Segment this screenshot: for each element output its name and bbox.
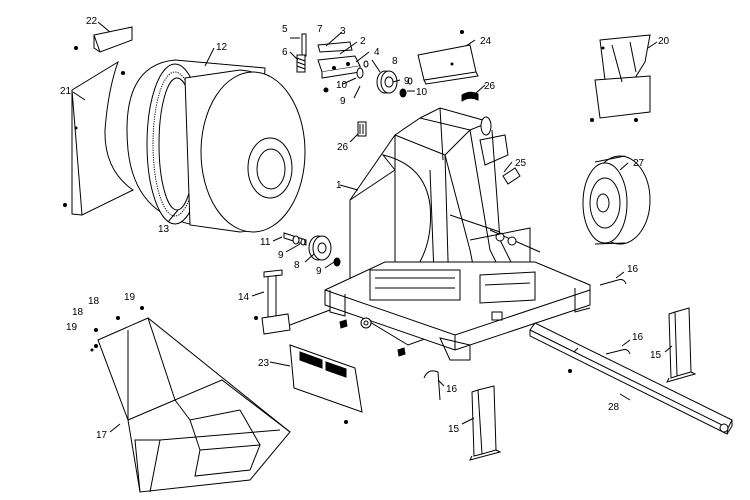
callout-9-top-a: 9	[404, 76, 410, 87]
part-23-plate	[269, 344, 363, 424]
callout-9-top-b: 9	[340, 96, 346, 107]
callout-28: 28	[608, 402, 620, 413]
callout-3: 3	[340, 26, 346, 37]
part-26-handle	[461, 84, 486, 102]
callout-25: 25	[515, 158, 527, 169]
callout-14: 14	[238, 292, 250, 303]
callout-16-center: 16	[446, 384, 458, 395]
part-15-leg-right	[664, 307, 697, 383]
callout-24: 24	[480, 36, 492, 47]
callout-19-left: 19	[66, 322, 78, 333]
part-12-drum	[126, 47, 306, 233]
chassis-base	[324, 261, 591, 361]
callout-16-right-bottom: 16	[632, 332, 644, 343]
callout-16-right-top: 16	[627, 264, 639, 275]
part-20-bracket	[590, 34, 658, 122]
callout-6: 6	[282, 47, 288, 58]
callout-19-top: 19	[124, 292, 136, 303]
part-16-pin-right-bottom	[605, 339, 631, 355]
callouts: 1 2 3 4 5 6 7 8 8 9 9 9 9 10 10 11 12 13…	[60, 16, 670, 441]
callout-8-top: 8	[392, 56, 398, 67]
callout-7: 7	[317, 24, 323, 35]
part-26-block	[349, 121, 367, 143]
callout-5: 5	[282, 24, 288, 35]
callout-8-left: 8	[294, 260, 300, 271]
callout-10-top-a: 10	[336, 80, 348, 91]
part-14-bracket	[251, 269, 331, 335]
part-21-guard	[63, 60, 134, 216]
callout-9-left-b: 9	[316, 266, 322, 277]
callout-10-top-b: 10	[416, 87, 428, 98]
part-8-pulley-left	[272, 232, 341, 269]
part-16-pin-center	[423, 370, 445, 401]
callout-11: 11	[260, 237, 271, 248]
callout-20: 20	[658, 36, 670, 47]
callout-27: 27	[633, 158, 645, 169]
callout-15-right: 15	[650, 350, 662, 361]
part-15-leg-center	[461, 385, 502, 461]
part-16-pin-right-top	[599, 271, 627, 286]
part-2-10-hardware	[289, 31, 415, 99]
callout-1: 1	[336, 180, 342, 191]
callout-18-top: 18	[88, 296, 100, 307]
part-22-bracket	[74, 21, 133, 75]
callout-12: 12	[216, 42, 228, 53]
callout-22: 22	[86, 16, 98, 27]
part-24-plate	[417, 30, 479, 85]
callout-17: 17	[96, 430, 108, 441]
part-27-wheel	[582, 155, 651, 245]
part-28-towbar	[529, 322, 733, 435]
part-17-hopper	[90, 306, 291, 493]
callout-15-center: 15	[448, 424, 460, 435]
callout-23: 23	[258, 358, 270, 369]
callout-26-block: 26	[337, 142, 349, 153]
callout-21: 21	[60, 86, 72, 97]
callout-4: 4	[374, 47, 380, 58]
callout-18-upper: 18	[72, 307, 84, 318]
callout-26-top: 26	[484, 81, 496, 92]
callout-9-left-a: 9	[278, 250, 284, 261]
callout-2: 2	[360, 36, 366, 47]
callout-13: 13	[158, 224, 170, 235]
